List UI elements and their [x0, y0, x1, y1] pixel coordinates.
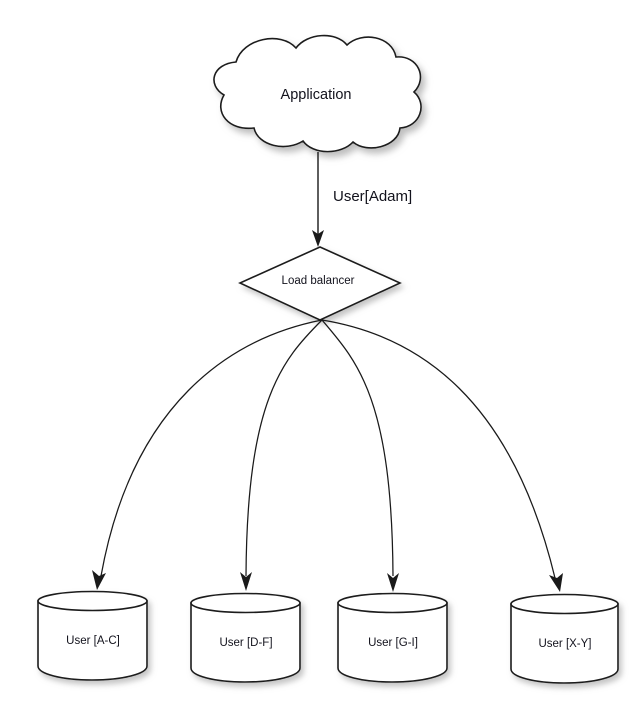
database-2-label: User [D-F] [219, 637, 272, 649]
load-balancer-label: Load balancer [282, 275, 355, 287]
edge-lb-to-db-3-curve [321, 319, 394, 577]
edge-lb-to-db-2-arrowhead [240, 572, 252, 591]
database-4-top [510, 593, 619, 615]
edge-lb-to-db-4-curve [321, 319, 556, 579]
edge-lb-to-db-2-curve [245, 319, 323, 577]
node-load-balancer[interactable]: Load balancer [238, 246, 402, 321]
database-1-top [37, 590, 148, 612]
edge-lb-to-db-2 [240, 319, 323, 591]
database-4-body [510, 603, 619, 684]
edge-lb-to-db-1 [92, 319, 323, 590]
edge-app-to-loadbalancer: User[Adam] [312, 152, 412, 247]
application-label: Application [281, 87, 352, 103]
node-database-1[interactable]: User [A-C] [37, 590, 148, 681]
database-3-label: User [G-I] [368, 637, 418, 649]
database-2-top [190, 592, 301, 614]
database-1-label: User [A-C] [66, 635, 120, 647]
edge-lb-to-db-1-curve [100, 319, 323, 577]
edge-app-to-lb-arrowhead [312, 230, 324, 247]
edge-app-to-lb-label: User[Adam] [333, 188, 412, 205]
database-3-body [337, 602, 448, 683]
edge-lb-to-db-3-arrowhead [387, 573, 399, 592]
database-1-body [37, 600, 148, 681]
database-2-body [190, 602, 301, 683]
edge-lb-to-db-4 [321, 319, 563, 592]
node-database-3[interactable]: User [G-I] [337, 592, 448, 683]
node-database-4[interactable]: User [X-Y] [510, 593, 619, 684]
node-application[interactable]: Application [213, 34, 422, 153]
edge-lb-to-db-4-arrowhead [549, 573, 563, 592]
database-4-label: User [X-Y] [538, 638, 591, 650]
edge-lb-to-db-3 [321, 319, 399, 592]
edge-lb-to-db-1-arrowhead [92, 570, 106, 590]
database-3-top [337, 592, 448, 614]
node-database-2[interactable]: User [D-F] [190, 592, 301, 683]
